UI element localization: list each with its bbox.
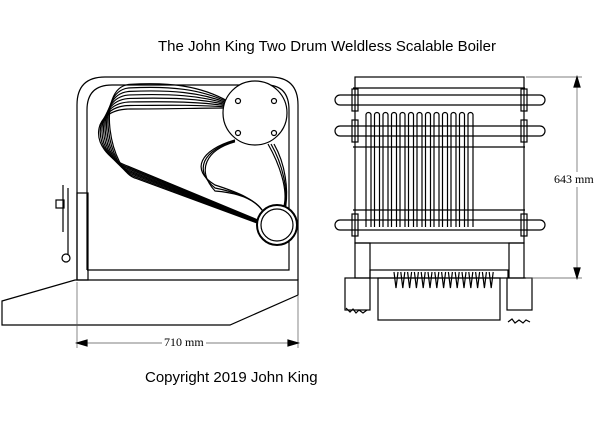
burner-jet (461, 271, 467, 289)
burner-jet (481, 271, 487, 289)
tube (267, 143, 286, 207)
firedoor-frame (76, 192, 89, 281)
burner-jet (420, 271, 426, 289)
vertical-tube (382, 111, 389, 227)
header-tube (334, 125, 546, 137)
burner-jet (468, 271, 474, 289)
burner-jet (447, 271, 453, 289)
tube (106, 90, 259, 223)
burner-jet (454, 271, 460, 289)
burner-jet (488, 271, 494, 289)
header-flange (520, 88, 528, 112)
leg-right (508, 242, 525, 279)
vertical-tube (399, 111, 406, 227)
burner-jet (427, 271, 433, 289)
burner-jet (434, 271, 440, 289)
copyright-text: Copyright 2019 John King (145, 369, 318, 386)
burner-jet (475, 271, 481, 289)
headers (334, 88, 546, 237)
header-flange (520, 119, 528, 143)
tube (200, 139, 263, 211)
foot-left (344, 277, 371, 311)
water-tubes (98, 83, 288, 224)
leg-left (354, 242, 371, 279)
header-flange (351, 119, 359, 143)
width-dimension-label: 710 mm (162, 335, 206, 350)
casing-outer (76, 76, 299, 280)
vertical-tube (424, 111, 432, 227)
vertical-tube (390, 111, 398, 227)
side-view (1, 76, 301, 348)
tube (202, 140, 263, 211)
vertical-tube (407, 111, 415, 227)
burner-jet (393, 271, 399, 289)
header-flange (351, 213, 359, 237)
burner-jet (413, 271, 419, 289)
burner-jet (400, 271, 406, 289)
vertical-tube (458, 111, 466, 227)
burner-jet (441, 271, 447, 289)
vertical-tube (433, 111, 440, 227)
steam-drum (222, 80, 288, 146)
vertical-tube (373, 111, 381, 227)
tube (107, 86, 259, 224)
header-flange (520, 213, 528, 237)
vertical-tube (441, 111, 449, 227)
burner-jets (393, 271, 494, 289)
firedoor-latch (55, 185, 71, 263)
vertical-tubes (365, 111, 474, 227)
header-tube (334, 219, 546, 231)
drawing-title: The John King Two Drum Weldless Scalable… (158, 38, 496, 55)
base (1, 279, 299, 326)
tube (273, 143, 288, 207)
header-flange (351, 88, 359, 112)
tube (204, 141, 263, 211)
vertical-tube (467, 111, 474, 227)
front-casing (354, 76, 525, 244)
tube (270, 143, 287, 207)
vertical-tube (450, 111, 457, 227)
tube (108, 83, 259, 224)
vertical-tube (416, 111, 423, 227)
front-view (334, 74, 582, 324)
header-tube (334, 94, 546, 106)
burner-jet (407, 271, 413, 289)
foot-right (506, 277, 533, 311)
vertical-tube (365, 111, 372, 227)
mud-drum (256, 204, 298, 246)
height-dimension-label: 643 mm (552, 172, 596, 187)
